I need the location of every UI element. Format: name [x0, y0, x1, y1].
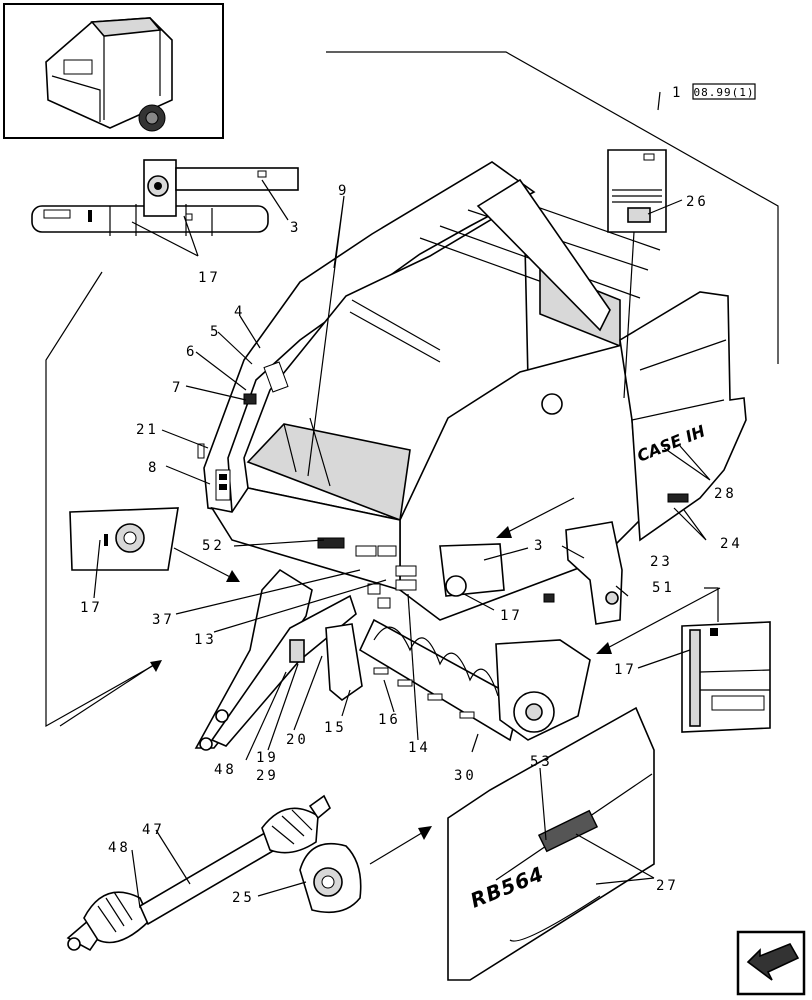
- callout-13: 13: [194, 632, 217, 648]
- callout-8: 8: [148, 460, 159, 476]
- callout-3-mid: 3: [534, 538, 545, 554]
- side-detail-17: [681, 621, 771, 733]
- next-page-arrow-icon[interactable]: [736, 930, 806, 996]
- decal-detail-17: [69, 507, 179, 571]
- pto-driveline: [66, 794, 331, 952]
- callout-51: 51: [652, 580, 675, 596]
- callout-9: 9: [338, 183, 349, 199]
- callout-17-left: 17: [80, 600, 103, 616]
- callout-6: 6: [186, 344, 197, 360]
- callout-52: 52: [202, 538, 225, 554]
- callout-37: 37: [152, 612, 175, 628]
- callout-15: 15: [324, 720, 347, 736]
- callout-4: 4: [234, 304, 245, 320]
- callouts: 1 3 26 9 17 4 5 6 7 21 8 52 17 37 13 15 …: [80, 85, 743, 906]
- leader-lines: [45, 51, 779, 909]
- callout-28: 28: [714, 486, 737, 502]
- overview-inset: [3, 3, 224, 139]
- callout-1: 1: [672, 85, 683, 101]
- reference-tag: 08.99(1): [692, 83, 756, 100]
- callout-21: 21: [136, 422, 159, 438]
- callout-16: 16: [378, 712, 401, 728]
- callout-14: 14: [408, 740, 431, 756]
- callout-30: 30: [454, 768, 477, 784]
- callout-5: 5: [210, 324, 221, 340]
- callout-7: 7: [172, 380, 183, 396]
- callout-25: 25: [232, 890, 255, 906]
- callout-19: 19: [256, 750, 279, 766]
- callout-23: 23: [650, 554, 673, 570]
- reference-tag-text: 08.99(1): [694, 86, 755, 99]
- side-shield-panel: RB564: [447, 706, 655, 981]
- callout-17-right: 17: [614, 662, 637, 678]
- drawbar-and-pickup: [194, 521, 623, 751]
- callout-53: 53: [530, 754, 553, 770]
- callout-48: 48: [214, 762, 237, 778]
- callout-47: 47: [142, 822, 165, 838]
- callout-17: 17: [198, 270, 221, 286]
- callout-20: 20: [286, 732, 309, 748]
- hitch-detail: [31, 159, 299, 236]
- callout-17-mid: 17: [500, 608, 523, 624]
- callout-24: 24: [720, 536, 743, 552]
- callout-27: 27: [656, 878, 679, 894]
- callout-29: 29: [256, 768, 279, 784]
- decal-sheet: [607, 149, 667, 233]
- seal-detail: [299, 842, 362, 914]
- callout-3: 3: [290, 220, 301, 236]
- callout-48-pto: 48: [108, 840, 131, 856]
- callout-26: 26: [686, 194, 709, 210]
